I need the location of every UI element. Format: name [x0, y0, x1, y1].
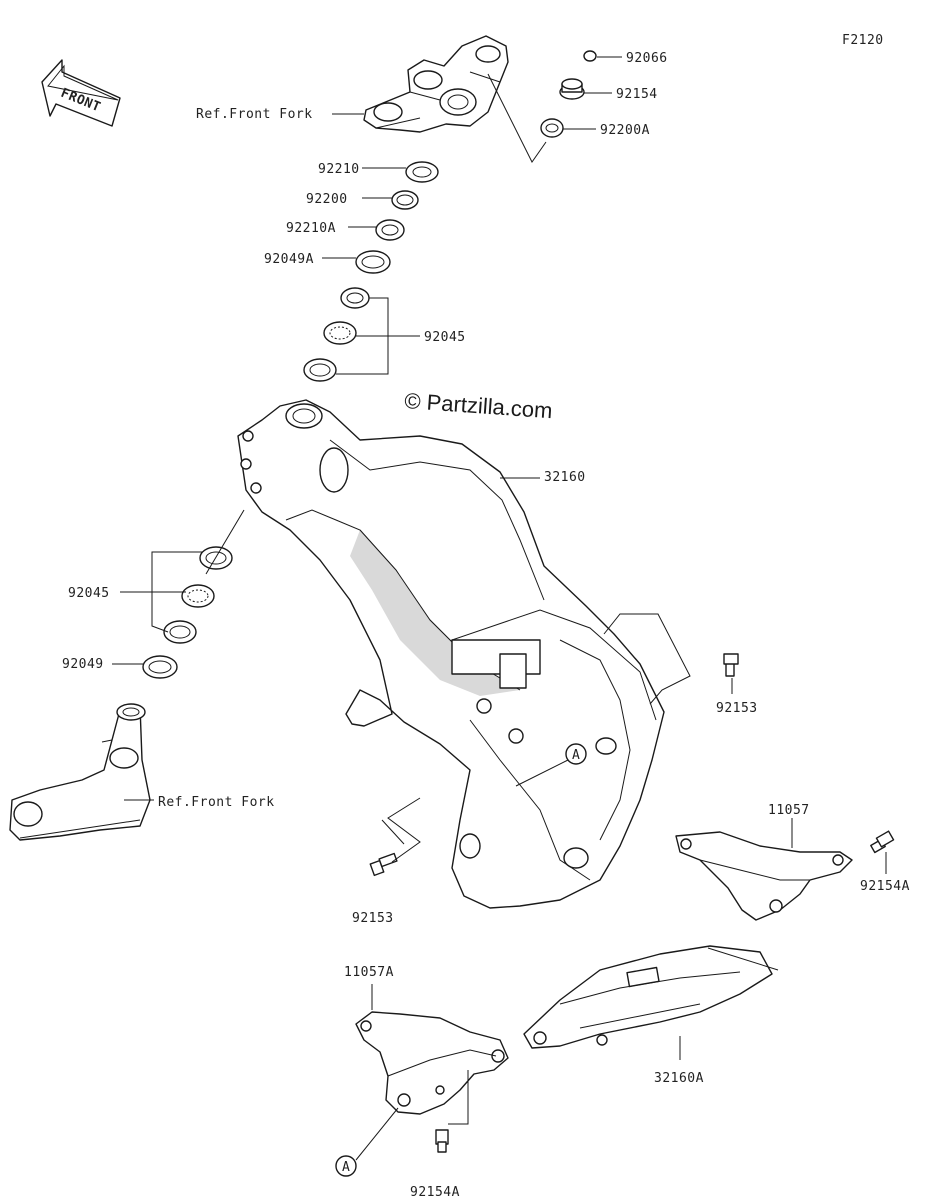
- leader-frame-left-down: [381, 819, 405, 845]
- part-label-92200A: 92200A: [600, 123, 650, 138]
- part-label-92210: 92210: [318, 162, 360, 177]
- upper-triple-clamp: [363, 35, 509, 133]
- leader-92154A-bottom: [448, 1070, 469, 1125]
- bolt-92154A-right: [870, 830, 895, 854]
- nut-92210: [405, 161, 439, 183]
- bearing-92045-top: [303, 287, 370, 382]
- main-frame-32160: [237, 399, 665, 909]
- leader-92153-left: [387, 797, 421, 863]
- part-label-92154A-bottom: 92154A: [410, 1185, 460, 1200]
- leader-92153-right: [603, 613, 691, 705]
- callout-a-bottom: A: [335, 1155, 357, 1177]
- leader-callout-a-bottom: [355, 1107, 399, 1161]
- svg-text:A: A: [342, 1160, 350, 1175]
- lower-frame-32160A: [523, 945, 779, 1049]
- part-label-92153-left: 92153: [352, 911, 394, 926]
- bracket-11057: [675, 831, 853, 921]
- leader-lines-left: [112, 113, 364, 801]
- bolt-92154A-bottom: [435, 1129, 449, 1153]
- bushing-92154: [559, 78, 585, 100]
- part-label-92153-right: 92153: [716, 701, 758, 716]
- part-label-92200: 92200: [306, 192, 348, 207]
- part-label-32160A: 32160A: [654, 1071, 704, 1086]
- part-label-32160: 32160: [544, 470, 586, 485]
- part-label-92154: 92154: [616, 87, 658, 102]
- washer-92200: [391, 190, 419, 210]
- bolt-92153-left: [369, 852, 398, 877]
- part-label-92045-top: 92045: [424, 330, 466, 345]
- ref-front-fork-lower: Ref.Front Fork: [158, 795, 275, 810]
- part-label-92210A: 92210A: [286, 221, 336, 236]
- part-label-11057A: 11057A: [344, 965, 394, 980]
- part-label-92066: 92066: [626, 51, 668, 66]
- part-label-11057: 11057: [768, 803, 810, 818]
- ref-front-fork-upper: Ref.Front Fork: [196, 107, 313, 122]
- cap-92066: [583, 50, 597, 62]
- part-label-92049A: 92049A: [264, 252, 314, 267]
- seal-92049: [142, 655, 178, 679]
- callout-a-top: A: [565, 743, 587, 765]
- leader-callout-a-top: [515, 759, 569, 787]
- bracket-11057A: [355, 1011, 509, 1115]
- part-label-92154A-right: 92154A: [860, 879, 910, 894]
- svg-text:A: A: [572, 748, 580, 763]
- watermark: © Partzilla.com: [404, 388, 554, 423]
- bolt-92153-right: [723, 653, 739, 694]
- nut-92210A: [375, 219, 405, 241]
- bearing-92045-left: [163, 546, 233, 644]
- svg-text:© Partzilla.com: © Partzilla.com: [404, 388, 554, 423]
- washer-92200A: [540, 118, 564, 138]
- figure-code: F2120: [842, 33, 884, 48]
- steering-stem-lower-clamp: [9, 703, 151, 841]
- seal-92049A: [355, 250, 391, 274]
- part-label-92045-left: 92045: [68, 586, 110, 601]
- front-direction-arrow: FRONT: [41, 59, 121, 127]
- part-label-92049: 92049: [62, 657, 104, 672]
